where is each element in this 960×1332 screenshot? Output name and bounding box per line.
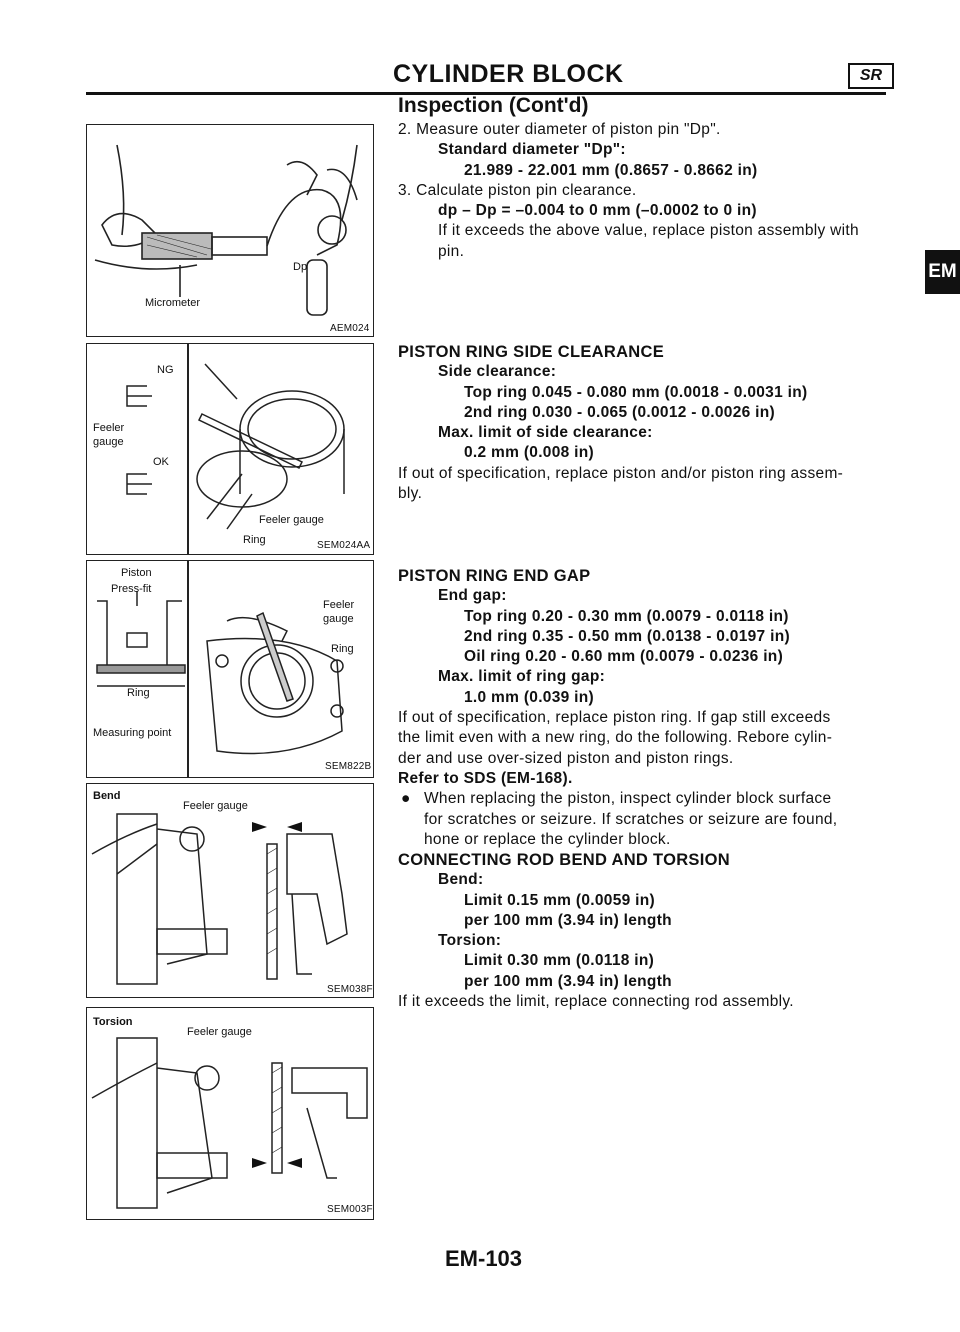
figure-divider xyxy=(187,561,189,777)
torsion-limit: Limit 0.30 mm (0.0118 in) xyxy=(464,952,655,970)
ng-label: NG xyxy=(157,364,174,376)
end-gap-note-line-3: der and use over-sized piston and piston… xyxy=(398,749,734,767)
end-gap-label: End gap: xyxy=(438,587,507,605)
side-clearance-max-value: 0.2 mm (0.008 in) xyxy=(464,444,595,462)
step-2-text: 2. Measure outer diameter of piston pin … xyxy=(398,121,721,138)
end-gap-2nd-ring: 2nd ring 0.35 - 0.50 mm (0.0138 - 0.0197… xyxy=(464,627,790,645)
side-clearance-section: PISTON RING SIDE CLEARANCE Side clearanc… xyxy=(398,342,898,504)
ring-right-label: Ring xyxy=(331,643,354,655)
ring-label: Ring xyxy=(243,534,266,546)
end-gap-note-line-1: If out of specification, replace piston … xyxy=(398,709,831,727)
bullet-text-1: When replacing the piston, inspect cylin… xyxy=(424,790,832,808)
piston-label: Piston xyxy=(121,567,152,579)
section-tab-em[interactable]: EM xyxy=(925,250,960,294)
side-clearance-heading: PISTON RING SIDE CLEARANCE xyxy=(398,343,665,361)
sds-reference-link[interactable]: Refer to SDS (EM-168). xyxy=(398,769,573,787)
bend-illustration xyxy=(91,813,348,985)
figure-side-clearance: NG Feeler gauge OK Feeler gauge Ring SEM… xyxy=(86,343,374,555)
figure-bend: Bend Feeler gauge SEM038F xyxy=(86,783,374,998)
ring-left-label: Ring xyxy=(127,687,150,699)
torsion-label: Torsion: xyxy=(438,932,502,950)
side-clearance-note-line-1: If out of specification, replace piston … xyxy=(398,464,844,482)
engine-badge: SR xyxy=(848,63,894,89)
standard-diameter-label: Standard diameter "Dp": xyxy=(438,141,626,159)
bullet-icon: ● xyxy=(401,790,411,808)
bullet-text-2: for scratches or seizure. If scratches o… xyxy=(424,810,838,828)
figure-micrometer: Micrometer Dp AEM024 xyxy=(86,124,374,337)
piston-pin-section: 2. Measure outer diameter of piston pin … xyxy=(398,120,898,262)
side-clearance-top-ring: Top ring 0.045 - 0.080 mm (0.0018 - 0.00… xyxy=(464,383,808,401)
step-3-text: 3. Calculate piston pin clearance. xyxy=(398,181,637,199)
figure-end-gap: Piston Press-fit Ring Measuring point Fe… xyxy=(86,560,374,778)
gauge-label: gauge xyxy=(323,613,354,625)
bend-label: Bend xyxy=(93,790,121,802)
bend-per-length: per 100 mm (3.94 in) length xyxy=(464,911,672,929)
end-gap-note-line-2: the limit even with a new ring, do the f… xyxy=(398,729,833,747)
page-title: CYLINDER BLOCK xyxy=(393,60,624,88)
feeler-gauge-label: Feeler gauge xyxy=(183,800,248,812)
side-clearance-illustration xyxy=(126,363,345,530)
end-gap-heading: PISTON RING END GAP xyxy=(398,567,591,585)
conrod-note: If it exceeds the limit, replace connect… xyxy=(398,993,794,1011)
figure-torsion: Torsion Feeler gauge SEM003F xyxy=(86,1007,374,1220)
conrod-section: CONNECTING ROD BEND AND TORSION Bend: Li… xyxy=(398,850,898,1012)
pin-note-line-2: pin. xyxy=(438,242,465,260)
measuring-point-label: Measuring point xyxy=(93,727,172,739)
section-subtitle: Inspection (Cont'd) xyxy=(398,94,589,117)
micrometer-illustration xyxy=(94,144,358,316)
bullet-text-3: hone or replace the cylinder block. xyxy=(424,830,671,848)
gauge-label: gauge xyxy=(93,436,124,448)
bend-label: Bend: xyxy=(438,871,484,889)
dp-label: Dp xyxy=(293,261,308,273)
standard-diameter-value: 21.989 - 22.001 mm (0.8657 - 0.8662 in) xyxy=(464,161,758,179)
end-gap-max-value: 1.0 mm (0.039 in) xyxy=(464,688,595,706)
press-fit-label: Press-fit xyxy=(111,583,152,595)
conrod-heading: CONNECTING ROD BEND AND TORSION xyxy=(398,851,730,869)
ok-label: OK xyxy=(153,456,169,468)
page-number: EM-103 xyxy=(445,1246,523,1271)
figure-code: SEM038F xyxy=(327,984,373,995)
end-gap-max-label: Max. limit of ring gap: xyxy=(438,668,606,686)
side-clearance-note-line-2: bly. xyxy=(398,485,423,503)
torsion-label: Torsion xyxy=(93,1016,133,1028)
micrometer-label: Micrometer xyxy=(145,297,201,309)
bend-limit: Limit 0.15 mm (0.0059 in) xyxy=(464,891,655,909)
figure-divider xyxy=(187,344,189,554)
side-clearance-2nd-ring: 2nd ring 0.030 - 0.065 (0.0012 - 0.0026 … xyxy=(464,403,775,421)
feeler-label: Feeler xyxy=(323,599,355,611)
figure-code: SEM003F xyxy=(327,1204,373,1215)
torsion-illustration xyxy=(91,1037,368,1209)
header-rule xyxy=(86,92,886,95)
side-clearance-max-label: Max. limit of side clearance: xyxy=(438,424,653,442)
end-gap-illustration xyxy=(96,591,344,755)
torsion-per-length: per 100 mm (3.94 in) length xyxy=(464,972,672,990)
figure-code: AEM024 xyxy=(330,323,370,334)
bullet-line-1: ● When replacing the piston, inspect cyli… xyxy=(398,789,898,809)
figure-code: SEM024AA xyxy=(317,540,371,551)
side-clearance-label: Side clearance: xyxy=(438,363,557,381)
clearance-formula: dp – Dp = –0.004 to 0 mm (–0.0002 to 0 i… xyxy=(438,202,757,220)
feeler-label: Feeler xyxy=(93,422,125,434)
end-gap-top-ring: Top ring 0.20 - 0.30 mm (0.0079 - 0.0118… xyxy=(464,607,789,625)
pin-note-line-1: If it exceeds the above value, replace p… xyxy=(438,222,859,240)
end-gap-oil-ring: Oil ring 0.20 - 0.60 mm (0.0079 - 0.0236… xyxy=(464,648,784,666)
end-gap-section: PISTON RING END GAP End gap: Top ring 0.… xyxy=(398,566,898,850)
feeler-gauge-label: Feeler gauge xyxy=(259,514,324,526)
feeler-gauge-label: Feeler gauge xyxy=(187,1026,252,1038)
figure-code: SEM822B xyxy=(325,761,372,772)
